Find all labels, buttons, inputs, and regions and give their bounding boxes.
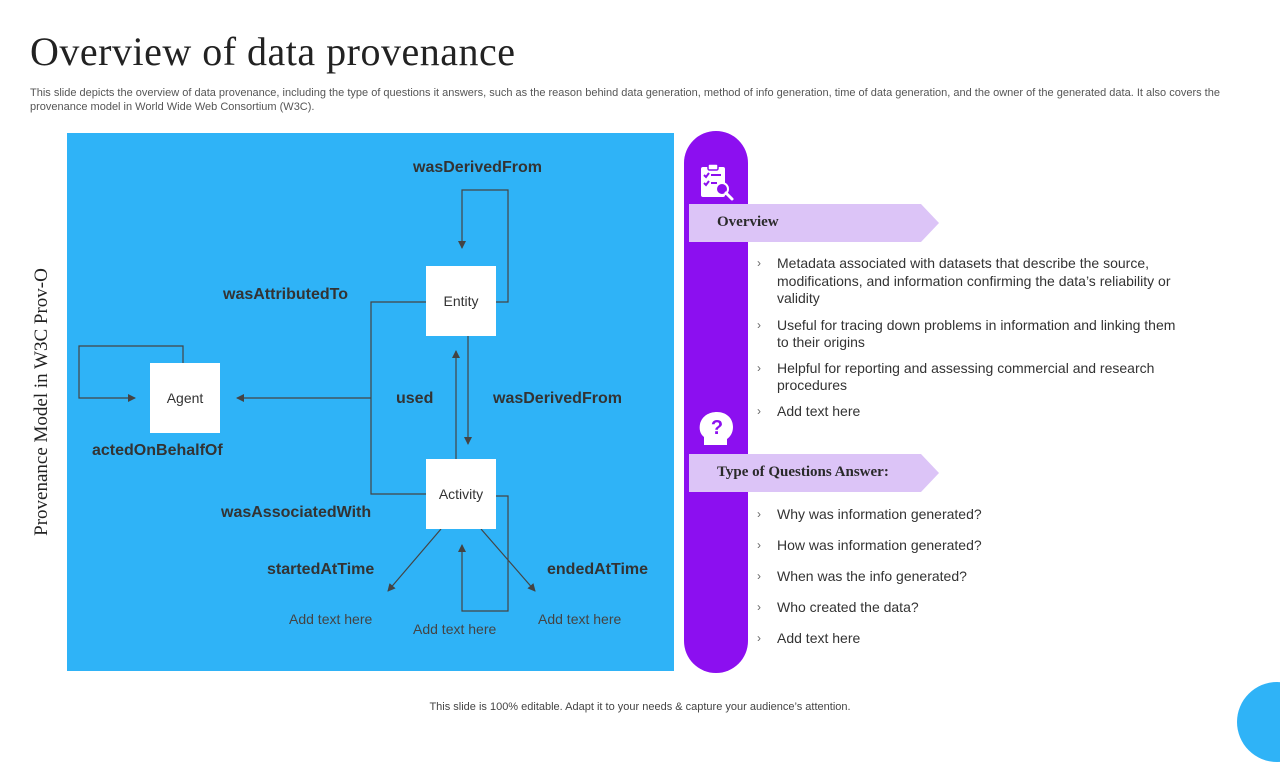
svg-text:?: ? xyxy=(711,417,723,439)
relation-acted-on-behalf-of: actedOnBehalfOf xyxy=(92,442,223,459)
entity-self-loop xyxy=(458,189,509,303)
relation-started-at-time: startedAtTime xyxy=(267,561,375,578)
activity-loop xyxy=(458,495,509,612)
question-item: How was information generated? xyxy=(757,537,1187,555)
question-item: Who created the data? xyxy=(757,599,1187,617)
note-right: Add text here xyxy=(538,611,622,627)
relation-was-derived-from-top: wasDerivedFrom xyxy=(413,159,542,176)
overview-item: Add text here xyxy=(757,403,1187,421)
agent-node: Agent xyxy=(150,363,220,433)
questions-heading: Type of Questions Answer: xyxy=(717,464,889,480)
questions-ribbon: Type of Questions Answer: xyxy=(689,454,939,492)
overview-item: Useful for tracing down problems in info… xyxy=(757,317,1187,352)
note-left: Add text here xyxy=(289,611,373,627)
overview-heading: Overview xyxy=(717,214,779,230)
question-item: Add text here xyxy=(757,630,1187,648)
agent-self-loop xyxy=(78,345,184,402)
head-question-icon: ? xyxy=(699,412,733,445)
overview-item: Metadata associated with datasets that d… xyxy=(757,255,1187,308)
relation-used: used xyxy=(396,390,434,407)
activity-node: Activity xyxy=(426,459,496,529)
overview-list: Metadata associated with datasets that d… xyxy=(757,255,1187,420)
question-item: When was the info generated? xyxy=(757,568,1187,586)
relation-ended-at-time: endedAtTime xyxy=(547,561,649,578)
diagram-connectors xyxy=(78,189,536,612)
relation-was-derived-from-mid: wasDerivedFrom xyxy=(493,390,622,407)
note-center: Add text here xyxy=(413,621,497,637)
overview-item: Helpful for reporting and assessing comm… xyxy=(757,360,1187,395)
entity-node: Entity xyxy=(426,266,496,336)
question-item: Why was information generated? xyxy=(757,506,1187,524)
questions-list: Why was information generated? How was i… xyxy=(757,506,1187,648)
page-title: Overview of data provenance xyxy=(30,29,516,74)
overview-ribbon: Overview xyxy=(689,204,939,242)
footer-note: This slide is 100% editable. Adapt it to… xyxy=(429,701,851,713)
started-at-time-arrow xyxy=(387,528,442,592)
page-subtitle: This slide depicts the overview of data … xyxy=(30,87,1220,113)
ended-at-time-arrow xyxy=(480,528,536,592)
relation-was-associated-with: wasAssociatedWith xyxy=(221,504,372,521)
clipboard-search-icon xyxy=(701,163,734,201)
relation-was-attributed-to: wasAttributedTo xyxy=(223,286,349,303)
